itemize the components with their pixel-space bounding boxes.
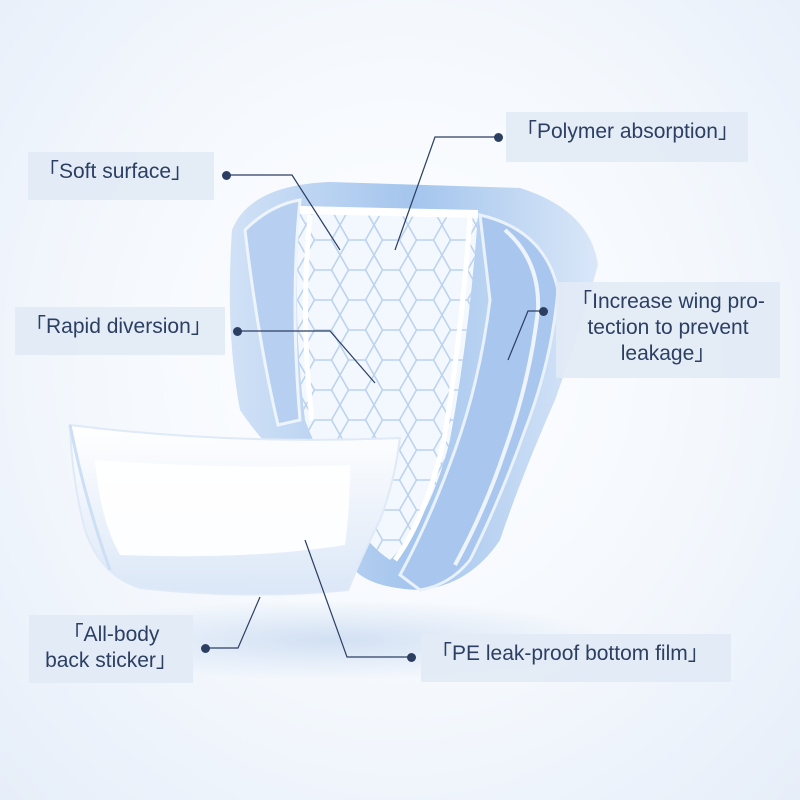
soft-surface-marker [222, 171, 231, 180]
label-soft-surface: 「Soft surface」 [28, 152, 214, 200]
label-rapid-diversion: 「Rapid diversion」 [15, 307, 225, 355]
pe-film-marker [407, 653, 416, 662]
wing-protection-marker [539, 307, 548, 316]
rapid-diversion-marker [233, 327, 242, 336]
label-pe-film: 「PE leak-proof bottom film」 [421, 634, 731, 682]
polymer-absorption-marker [494, 133, 503, 142]
label-wing-protection: 「Increase wing pro- tection to prevent l… [556, 282, 780, 378]
label-polymer-absorption: 「Polymer absorption」 [506, 112, 748, 162]
all-body-sticker-marker [201, 644, 210, 653]
label-all-body-sticker: 「All-body back sticker」 [29, 615, 193, 683]
